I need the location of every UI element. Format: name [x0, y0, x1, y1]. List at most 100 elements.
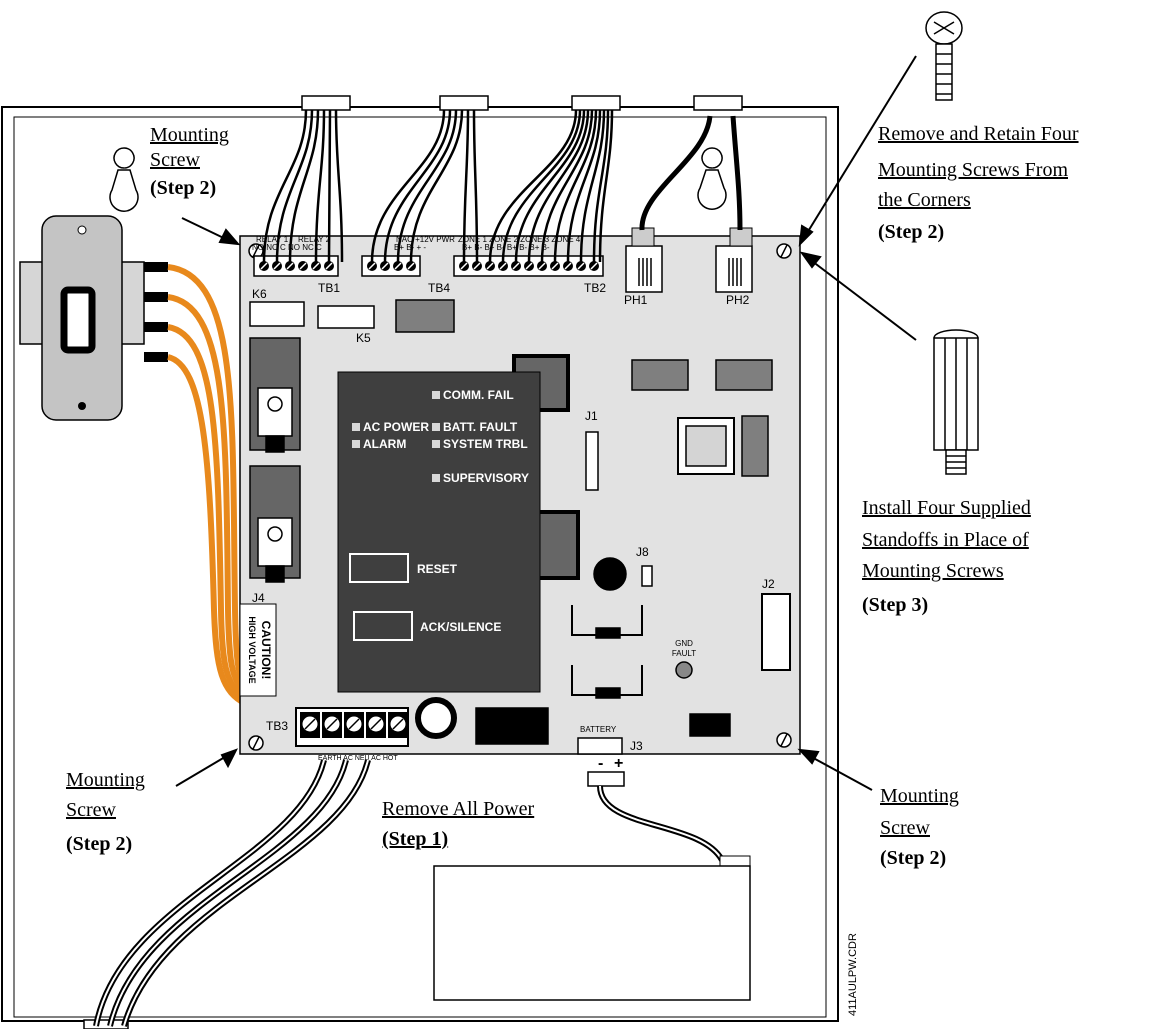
- screw-illustration: [925, 11, 963, 101]
- field-wire: [540, 109, 594, 263]
- field-wire: [288, 109, 320, 263]
- install-line3: Mounting Screws: [862, 560, 1004, 582]
- terminal-slot: [538, 262, 546, 270]
- terminal-slot: [348, 718, 360, 730]
- terminal-slot: [486, 262, 494, 270]
- relay2-label: RELAY 2: [298, 235, 331, 244]
- terminal-slot: [512, 262, 520, 270]
- relay-pin-labels: NO NC C NO NC C: [252, 243, 322, 252]
- k6-label: K6: [252, 287, 267, 301]
- relay1-label: RELAY 1: [256, 235, 289, 244]
- battery: [433, 771, 751, 1001]
- terminal-slot: [551, 262, 559, 270]
- field-wire: [462, 109, 470, 263]
- terminal-slot: [326, 718, 338, 730]
- step3-label: (Step 3): [862, 594, 928, 616]
- phone-jacks: [625, 115, 753, 293]
- terminal-slot: [368, 262, 376, 270]
- field-wires: [262, 109, 614, 263]
- field-wire: [566, 109, 602, 263]
- remove-power-label: Remove All Power: [382, 798, 535, 820]
- gnd-fault-label-1: GND: [675, 639, 693, 648]
- field-wire: [370, 109, 446, 263]
- install-line1: Install Four Supplied: [862, 497, 1031, 519]
- step2-label-bottom-right: (Step 2): [880, 847, 946, 869]
- terminal-slot: [590, 262, 598, 270]
- field-wire: [327, 109, 332, 263]
- mounting-label-bottom-right: Mounting: [880, 785, 959, 807]
- terminal-slot: [564, 262, 572, 270]
- terminal-slot: [394, 262, 402, 270]
- step1-label: (Step 1): [382, 828, 448, 850]
- knockouts: [83, 95, 743, 1029]
- terminal-slot: [392, 718, 404, 730]
- step2-label-top-right: (Step 2): [878, 221, 944, 243]
- install-line2: Standoffs in Place of: [862, 529, 1029, 551]
- j8-label: J8: [636, 545, 649, 559]
- board-labels: RELAY 1 RELAY 2 NO NC C NO NC C TB1 TB4 …: [252, 235, 775, 772]
- terminal-housing: [361, 255, 421, 277]
- remove-retain-line1: Remove and Retain Four: [878, 123, 1079, 145]
- j2-label: J2: [762, 577, 775, 591]
- callout-arrows: [175, 55, 917, 791]
- mounting-label-top-left: Mounting: [150, 124, 229, 146]
- gnd-fault-label-2: FAULT: [672, 649, 696, 658]
- battery-plus: +: [614, 755, 623, 772]
- battery-label: BATTERY: [580, 725, 617, 734]
- terminal-slot: [473, 262, 481, 270]
- reset-button: [349, 553, 409, 583]
- ph2-label: PH2: [726, 293, 750, 307]
- field-wire: [275, 109, 314, 263]
- panel-leds: [352, 391, 440, 482]
- field-wire: [334, 109, 344, 263]
- display-panel: COMM. FAIL AC POWER ALARM BATT. FAULT SY…: [337, 371, 541, 693]
- field-wire: [592, 109, 610, 263]
- field-wire: [409, 109, 464, 263]
- field-wire: [598, 109, 614, 263]
- field-wire: [383, 109, 452, 263]
- terminal-slot: [273, 262, 281, 270]
- tb4-pins: B+ B- + -: [394, 243, 426, 252]
- field-wire: [501, 109, 582, 263]
- field-wire: [553, 109, 598, 263]
- terminal-slot: [260, 262, 268, 270]
- screw-label-bottom-left: Screw: [66, 799, 117, 821]
- field-wire: [262, 109, 308, 263]
- tb4-label: TB4: [428, 281, 450, 295]
- terminal-slot: [460, 262, 468, 270]
- j4-label: J4: [252, 591, 265, 605]
- terminal-slot: [407, 262, 415, 270]
- tb1-label: TB1: [318, 281, 340, 295]
- terminal-slot: [577, 262, 585, 270]
- caution-label: CAUTION! HIGH VOLTAGE: [239, 603, 277, 697]
- remove-retain-line2: Mounting Screws From: [878, 159, 1068, 181]
- battery-minus: -: [598, 755, 603, 772]
- mounting-label-bottom-left: Mounting: [66, 769, 145, 791]
- k5-label: K5: [356, 331, 371, 345]
- terminal-slot: [312, 262, 320, 270]
- board-components: [249, 299, 791, 755]
- remove-retain-line3: the Corners: [878, 189, 971, 211]
- terminal-slot: [299, 262, 307, 270]
- field-wire: [514, 109, 586, 263]
- terminal-slot: [381, 262, 389, 270]
- annotations: Mounting Screw (Step 2) Mounting Screw (…: [66, 123, 1079, 1016]
- step2-label-top-left: (Step 2): [150, 177, 216, 199]
- field-wire: [488, 109, 578, 263]
- screw-label-top-left: Screw: [150, 149, 201, 171]
- terminal-slot: [325, 262, 333, 270]
- led-ac-power: AC POWER: [363, 420, 429, 434]
- terminal-slot: [370, 718, 382, 730]
- high-voltage-text: HIGH VOLTAGE: [247, 616, 257, 683]
- enclosure: [1, 106, 839, 1022]
- keyhole-slots: [109, 147, 727, 212]
- j1-label: J1: [585, 409, 598, 423]
- tb3-terminal-block: [295, 707, 409, 747]
- terminal-slot: [304, 718, 316, 730]
- field-wire: [579, 109, 606, 263]
- terminal-slot: [286, 262, 294, 270]
- led-supervisory: SUPERVISORY: [443, 471, 529, 485]
- tb1-terminal-block: [253, 255, 339, 277]
- led-batt-fault: BATT. FAULT: [443, 420, 518, 434]
